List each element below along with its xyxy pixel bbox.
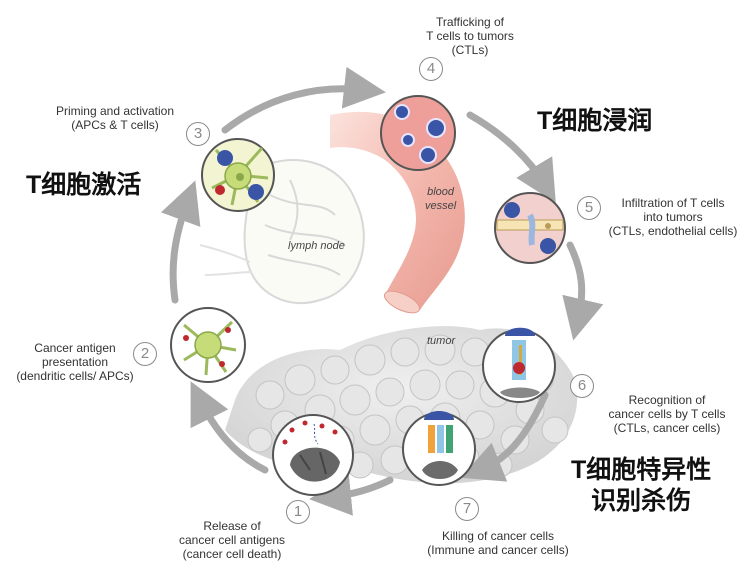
step-2-label-line: (dendritic cells/ APCs) (16, 369, 134, 383)
blood-vessel-label: blood vessel (425, 185, 456, 213)
t-cell-activation-label: T细胞激活 (26, 171, 142, 199)
step-7-label-line: (Immune and cancer cells) (427, 543, 569, 557)
step-5-label-line: into tumors (643, 210, 703, 224)
step-1-label: Release of cancer cell antigens (cancer … (162, 519, 302, 561)
step-6-label: Recognition of cancer cells by T cells (… (592, 393, 742, 435)
step-1-cell-icon (272, 414, 354, 496)
step-5-number: 5 (577, 196, 601, 220)
step-6-label-line: (CTLs, cancer cells) (613, 421, 721, 435)
step-1-label-line: cancer cell antigens (178, 533, 286, 547)
step-2-label: Cancer antigen presentation (dendritic c… (2, 341, 148, 383)
step-7-cell-icon (402, 411, 476, 486)
step-6-label-line: cancer cells by T cells (608, 407, 726, 421)
tumor-label: tumor (427, 335, 456, 347)
step-4-label: Trafficking of T cells to tumors (CTLs) (415, 15, 525, 57)
step-6-label-line: Recognition of (628, 393, 706, 407)
lymph-node-label: lymph node (288, 240, 345, 252)
t-cell-killing-label-line: 识别杀伤 (591, 487, 692, 515)
step-4-label-line: Trafficking of (435, 15, 505, 29)
step-7-label: Killing of cancer cells (Immune and canc… (413, 529, 583, 557)
step-5-cell-icon (494, 192, 566, 264)
t-cell-killing-label: T细胞特异性 识别杀伤 (571, 455, 711, 517)
step-4-cell-icon (380, 95, 456, 171)
step-4-number: 4 (419, 57, 443, 81)
step-7-label-line: Killing of cancer cells (441, 529, 555, 543)
blood-vessel-label-line: vessel (425, 200, 457, 212)
blood-vessel-label-line: blood (427, 186, 455, 198)
step-5-label: Infiltration of T cells into tumors (CTL… (598, 196, 748, 238)
step-1-label-line: (cancer cell death) (182, 547, 282, 561)
step-3-label-line: Priming and activation (55, 104, 175, 118)
step-6-number: 6 (570, 374, 594, 398)
step-3-label: Priming and activation (APCs & T cells) (40, 104, 190, 132)
step-4-label-line: T cells to tumors (426, 29, 514, 43)
cycle-arrow (161, 66, 604, 516)
step-5-label-line: (CTLs, endothelial cells) (608, 224, 738, 238)
t-cell-infiltration-label: T细胞浸润 (537, 107, 653, 135)
step-2-label-line: presentation (41, 355, 109, 369)
step-3-cell-icon (201, 138, 275, 212)
step-4-label-line: (CTLs) (451, 43, 489, 57)
t-cell-killing-label-line: T细胞特异性 (571, 456, 712, 484)
step-6-cell-icon (482, 327, 556, 403)
lymph-node (199, 159, 365, 305)
step-2-number: 2 (133, 342, 157, 366)
step-3-label-line: (APCs & T cells) (71, 118, 159, 132)
step-2-cell-icon (170, 307, 246, 383)
step-1-number: 1 (286, 500, 310, 524)
step-1-label-line: Release of (203, 519, 261, 533)
step-3-number: 3 (186, 122, 210, 146)
step-7-number: 7 (455, 497, 479, 521)
step-2-label-line: Cancer antigen (34, 341, 116, 355)
step-5-label-line: Infiltration of T cells (621, 196, 725, 210)
